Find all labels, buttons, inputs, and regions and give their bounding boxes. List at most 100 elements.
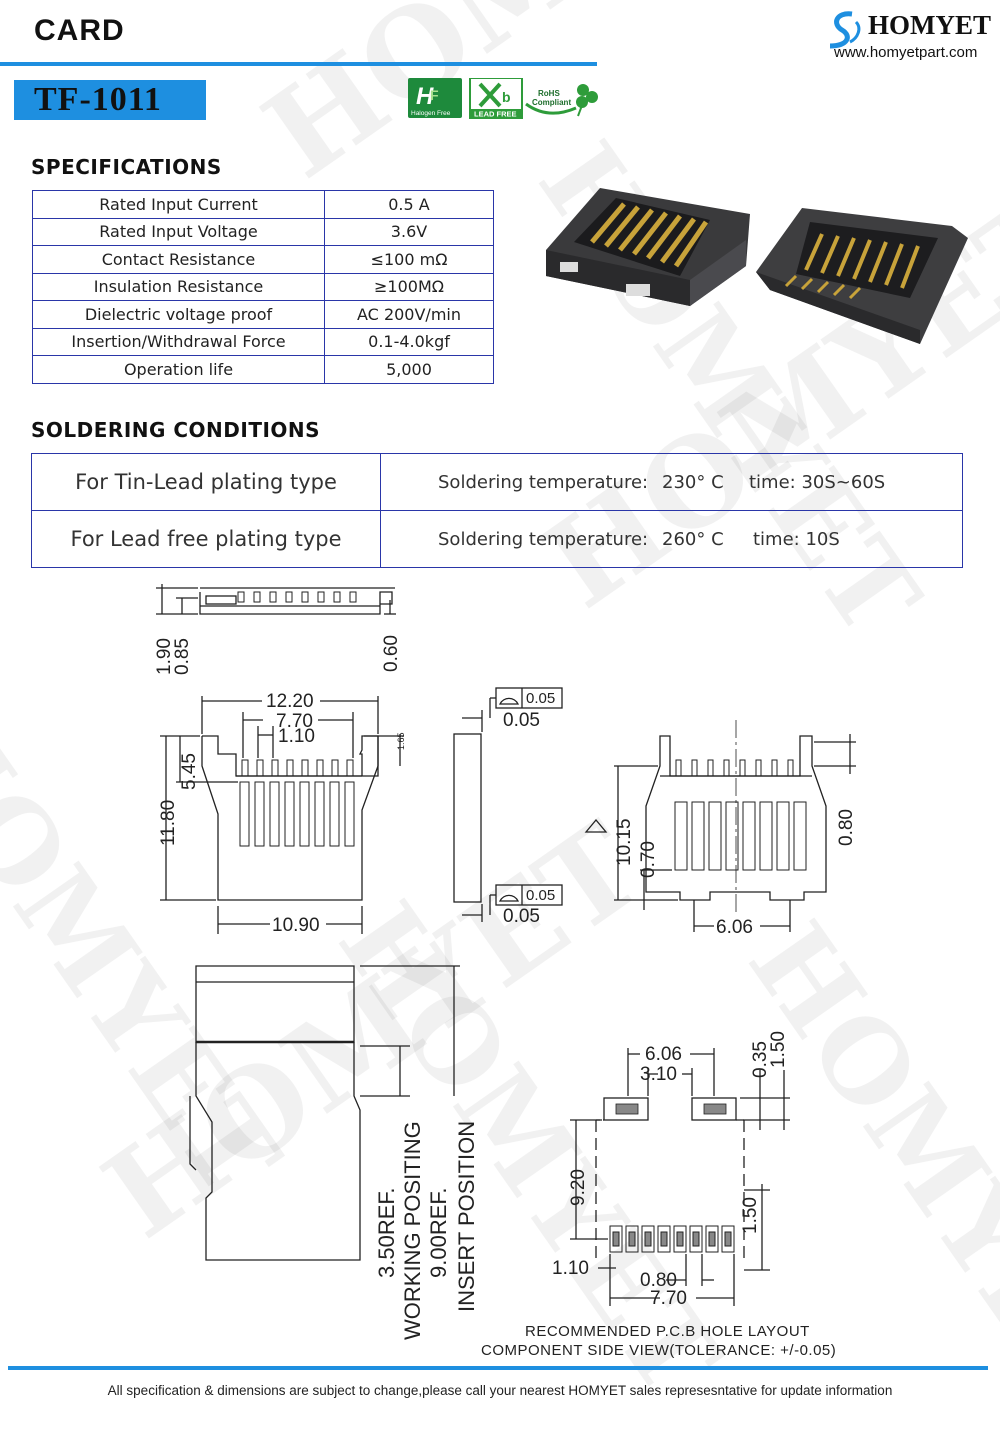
spec-value: 5,000	[324, 355, 494, 384]
svg-text:b: b	[502, 89, 511, 105]
spec-label: Rated Input Current	[32, 190, 325, 219]
top-view	[160, 696, 404, 934]
pcb-caption: COMPONENT SIDE VIEW(TOLERANCE: +/-0.05)	[481, 1342, 836, 1359]
rohs-label: RoHS	[538, 89, 560, 98]
flatness-value: 0.05	[526, 690, 555, 707]
dim-label: 6.06	[645, 1044, 682, 1065]
header-rule	[0, 62, 597, 66]
dim-label: 3.10	[640, 1064, 677, 1085]
soldering-table: For Tin-Lead plating type Soldering temp…	[31, 453, 963, 568]
spec-label: Contact Resistance	[32, 245, 325, 274]
svg-text:F: F	[430, 87, 439, 103]
footer-note: All specification & dimensions are subje…	[107, 1383, 893, 1398]
time-value: time: 30S~60S	[749, 472, 886, 493]
brand-name: HOMYET	[868, 10, 992, 40]
flatness-value: 0.05	[526, 887, 555, 904]
model-badge: TF-1011	[14, 80, 206, 120]
product-photo	[546, 188, 968, 344]
spec-value: ≤100 mΩ	[324, 245, 494, 274]
dim-label: 0.05	[503, 906, 540, 927]
dim-label: 1.50	[768, 1031, 789, 1068]
compliance-badges: H F Halogen Free b LEAD FREE RoHS Compli…	[408, 78, 598, 119]
rohs-icon: RoHS Compliant	[525, 84, 598, 117]
side-view	[453, 687, 563, 922]
soldering-heading: SOLDERING CONDITIONS	[31, 418, 321, 442]
dim-label: 9.20	[568, 1169, 589, 1206]
spec-label: Operation life	[32, 355, 325, 384]
pcb-layout	[570, 1048, 790, 1306]
model-number: TF-1011	[34, 81, 162, 118]
spec-label: Insulation Resistance	[32, 272, 325, 301]
dim-label: 0.70	[638, 841, 659, 878]
table-row: Contact Resistance≤100 mΩ	[32, 245, 494, 274]
halogen-free-label: Halogen Free	[411, 110, 451, 117]
spec-label: Dielectric voltage proof	[32, 300, 325, 329]
dim-label: 1.10	[552, 1258, 589, 1279]
temp-value: 230° C	[662, 472, 724, 493]
spec-value: 0.1-4.0kgf	[324, 327, 494, 356]
soldering-cell: Soldering temperature: 260° C time: 10S	[380, 510, 963, 568]
compliant-label: Compliant	[532, 98, 571, 107]
dim-label: 10.15	[614, 818, 635, 866]
dim-label: 12.20	[266, 691, 314, 712]
svg-text:H: H	[416, 83, 434, 110]
dim-label: 11.80	[158, 800, 179, 846]
brand-url: www.homyetpart.com	[834, 44, 978, 61]
temp-label: Soldering temperature:	[438, 529, 649, 550]
spec-value: 3.6V	[324, 217, 494, 246]
dim-label: 0.35	[750, 1041, 771, 1078]
dim-label: 0.85	[172, 638, 193, 675]
connector-front-image	[546, 188, 750, 306]
bottom-view	[584, 720, 856, 932]
dim-label: 0.60	[381, 635, 402, 672]
dim-label: 0.80	[640, 1270, 677, 1291]
ref-dim: 9.00REF.	[426, 1188, 451, 1279]
category-title: CARD	[34, 14, 125, 47]
plating-type: For Lead free plating type	[31, 510, 381, 568]
ref-dim: 3.50REF.	[374, 1188, 399, 1279]
dim-label: 1.50	[740, 1197, 761, 1234]
working-position-label: WORKING POSITING	[400, 1121, 425, 1340]
spec-label: Rated Input Voltage	[32, 217, 325, 246]
spec-value: ≥100MΩ	[324, 272, 494, 301]
temp-label: Soldering temperature:	[438, 472, 649, 493]
lead-free-label: LEAD FREE	[474, 110, 517, 119]
brand-logo-icon	[829, 11, 861, 49]
dim-label: 6.06	[716, 917, 753, 938]
soldering-cell: Soldering temperature: 230° C time: 30S~…	[380, 453, 963, 511]
halogen-free-icon: H F Halogen Free	[408, 78, 462, 118]
dim-label: 10.90	[272, 915, 320, 936]
spec-label: Insertion/Withdrawal Force	[32, 327, 325, 356]
side-view-top	[156, 584, 396, 615]
temp-value: 260° C	[662, 529, 724, 550]
plating-type: For Tin-Lead plating type	[31, 453, 381, 511]
dim-label: 1.10	[278, 726, 315, 747]
technical-drawing: 1.90 0.85 0.60 12.20 7.70 1.10 1.65	[154, 584, 857, 1359]
dim-label: 7.70	[650, 1288, 687, 1309]
spec-value: AC 200V/min	[324, 300, 494, 329]
pcb-caption: RECOMMENDED P.C.B HOLE LAYOUT	[525, 1323, 810, 1340]
card-position-view	[189, 965, 460, 1261]
dim-label: 7.70	[276, 711, 313, 732]
dim-label: 1.90	[154, 638, 175, 675]
lead-free-icon: b LEAD FREE	[469, 78, 523, 119]
dim-label: 0.05	[503, 710, 540, 731]
table-row: For Tin-Lead plating type Soldering temp…	[31, 453, 963, 511]
time-value: time: 10S	[753, 529, 840, 550]
table-row: Insulation Resistance≥100MΩ	[32, 272, 494, 301]
connector-angle-image	[756, 208, 968, 344]
dim-label: 1.65	[396, 732, 406, 750]
footer-rule	[8, 1366, 988, 1370]
dim-label: 0.80	[836, 809, 857, 846]
insert-position-label: INSERT POSITION	[454, 1121, 479, 1312]
specifications-heading: SPECIFICATIONS	[31, 155, 222, 179]
spec-value: 0.5 A	[324, 190, 494, 219]
dim-label: 5.45	[179, 753, 200, 790]
table-row: For Lead free plating type Soldering tem…	[31, 510, 963, 568]
